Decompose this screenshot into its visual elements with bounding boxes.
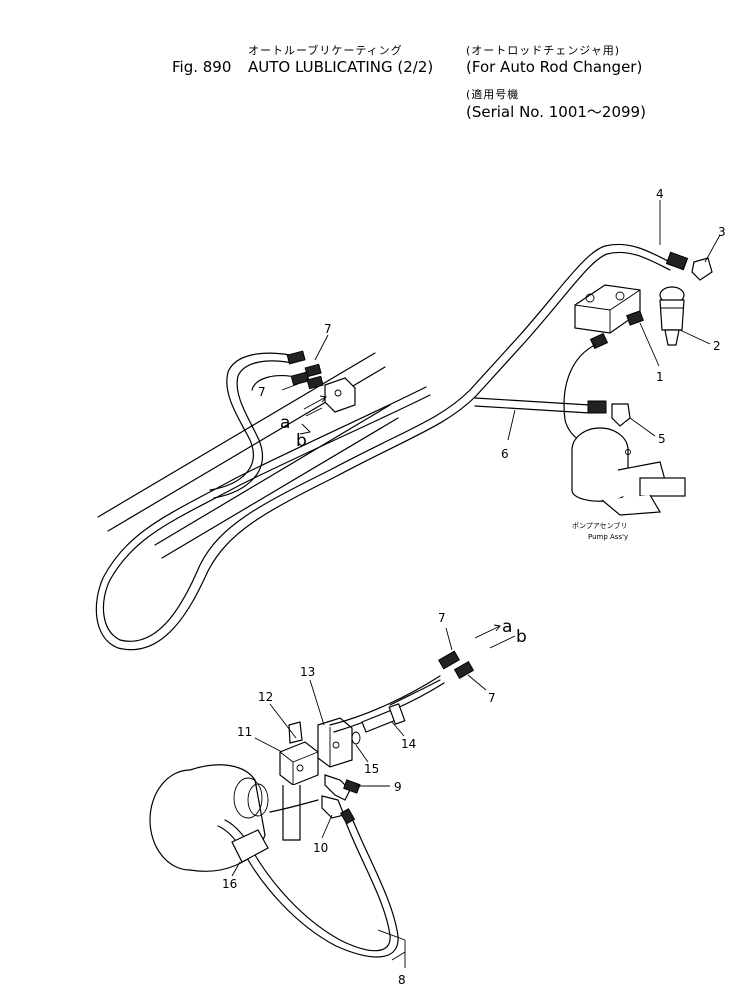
callout-16: 16 — [222, 877, 237, 891]
lower-hose-pair — [329, 650, 475, 733]
callout-15: 15 — [364, 762, 379, 776]
lower-manifold-block — [279, 721, 319, 841]
label-a-lower: a — [502, 617, 512, 637]
callout-11: 11 — [237, 725, 252, 739]
callout-3: 3 — [718, 225, 726, 239]
upper-guide-rails — [97, 352, 399, 559]
title-japanese: オートルーブリケーティング — [248, 44, 403, 57]
connection-arrows — [299, 395, 516, 649]
pump-label: ポンプアセンブリ Pump Ass'y — [572, 521, 628, 541]
callout-2: 2 — [713, 339, 721, 353]
label-a-upper: a — [280, 413, 290, 433]
main-hose-loop — [95, 243, 671, 651]
callout-5: 5 — [658, 432, 666, 446]
note-serial-range: (Serial No. 1001～2099) — [466, 103, 646, 121]
label-b-lower: b — [516, 627, 527, 647]
callout-6: 6 — [501, 447, 509, 461]
callout-9: 9 — [394, 780, 402, 794]
callout-10: 10 — [313, 841, 328, 855]
connection-letters: a b a b — [280, 413, 527, 647]
figure-number: Fig. 890 — [172, 58, 232, 76]
callout-7-left: 7 — [258, 385, 266, 399]
lower-elbow-fittings — [321, 774, 361, 819]
hose-clamp — [231, 829, 269, 863]
pump-label-english: Pump Ass'y — [588, 533, 628, 541]
top-right-fittings — [665, 251, 713, 281]
callout-13: 13 — [300, 665, 315, 679]
callout-8: 8 — [398, 973, 406, 987]
note-serial-japanese: (適用号機 — [466, 88, 520, 101]
pump-hose — [474, 397, 631, 427]
callout-4: 4 — [656, 187, 664, 201]
bolt-and-washer — [351, 703, 406, 745]
pump-label-japanese: ポンプアセンブリ — [572, 521, 627, 530]
figure-title: AUTO LUBLICATING (2/2) — [248, 58, 434, 76]
air-filter — [659, 286, 685, 346]
callout-numbers: 1 2 3 4 5 6 7 7 7 7 8 9 10 11 12 13 14 1… — [222, 187, 726, 987]
callout-1: 1 — [656, 370, 664, 384]
upper-fittings — [286, 350, 356, 413]
callout-7-upper: 7 — [324, 322, 332, 336]
pump-assembly — [571, 427, 686, 516]
callout-7-lower-top: 7 — [438, 611, 446, 625]
leader-lines — [231, 200, 721, 968]
note-applicability-japanese: (オートロッドチェンジャ用) — [466, 44, 621, 57]
callout-7-lower-bottom: 7 — [488, 691, 496, 705]
note-applicability: (For Auto Rod Changer) — [466, 58, 643, 76]
callout-14: 14 — [401, 737, 416, 751]
callout-12: 12 — [258, 690, 273, 704]
mounting-bracket — [317, 717, 353, 768]
label-b-upper: b — [296, 431, 307, 451]
